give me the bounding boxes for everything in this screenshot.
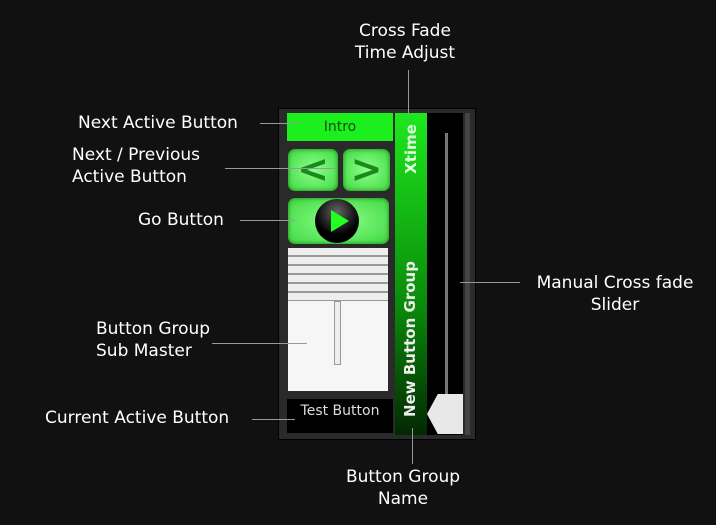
xtime-label[interactable]: Xtime xyxy=(402,124,420,174)
next-button[interactable]: > xyxy=(343,149,390,191)
crossfade-slider-track[interactable] xyxy=(427,113,463,435)
fader-slot xyxy=(334,301,341,365)
submaster-fader[interactable] xyxy=(288,301,388,391)
play-icon xyxy=(315,199,359,243)
annotation-go: Go Button xyxy=(138,210,224,230)
go-button[interactable] xyxy=(288,198,389,244)
group-name-label: New Button Group xyxy=(401,261,419,417)
previous-button[interactable]: < xyxy=(288,149,338,191)
annotation-next-active: Next Active Button xyxy=(78,113,238,133)
current-active-button[interactable]: Test Button xyxy=(287,399,393,433)
submaster-fader-cap[interactable] xyxy=(288,248,388,301)
next-active-button[interactable]: Intro xyxy=(287,113,393,141)
annotation-current-active: Current Active Button xyxy=(45,408,230,428)
group-name-strip[interactable]: Xtime New Button Group xyxy=(395,113,427,435)
button-group-panel: Intro < > Test Button Xtime New Button G… xyxy=(278,108,476,440)
slider-border xyxy=(465,113,470,435)
